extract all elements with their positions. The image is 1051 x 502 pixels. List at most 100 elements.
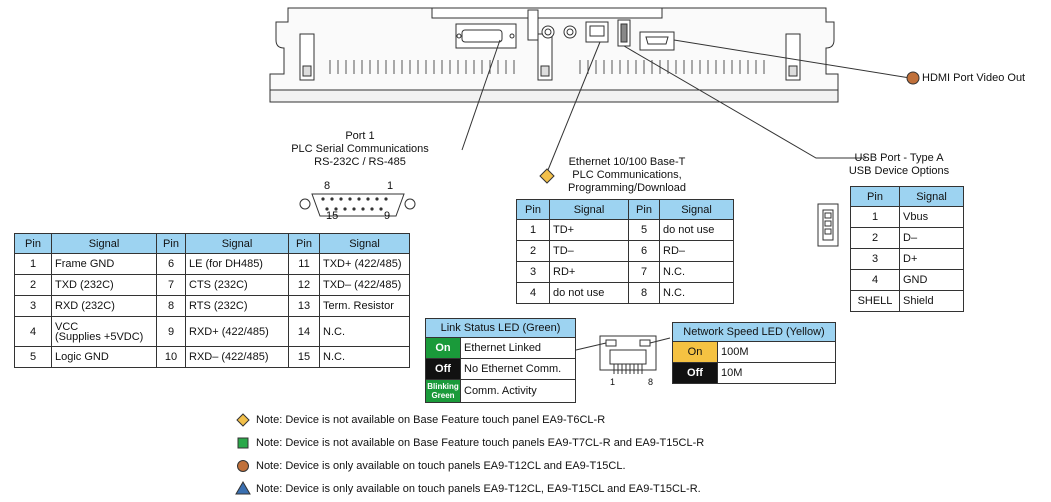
usb-title: USB Port - Type A <box>854 152 944 164</box>
ethernet-pin-table: Pin Signal Pin Signal 1 TD+ 5 do not use… <box>516 199 734 304</box>
cell: 3 <box>850 248 900 270</box>
cell: 1 <box>516 219 550 241</box>
col-pin: Pin <box>516 199 550 220</box>
cell: 10 <box>156 346 186 368</box>
led-desc: Comm. Activity <box>460 379 576 403</box>
cell: 3 <box>14 295 52 317</box>
cell-line: (Supplies +5VDC) <box>55 330 144 343</box>
col-pin: Pin <box>156 233 186 254</box>
led-desc: 100M <box>717 341 836 363</box>
table-row: 5 Logic GND 10 RXD– (422/485) 15 N.C. <box>14 346 410 368</box>
cell: N.C. <box>659 261 734 283</box>
cell: TXD– (422/485) <box>319 274 410 296</box>
cell: 4 <box>516 282 550 304</box>
cell: do not use <box>659 219 734 241</box>
table-row: SHELL Shield <box>850 290 964 312</box>
table-row: 1 Vbus <box>850 206 964 228</box>
note-3: Note: Device is only available on touch … <box>256 460 626 472</box>
connector-pin-9: 9 <box>384 210 391 222</box>
led-state-line: Green <box>431 391 455 400</box>
led-state-off: Off <box>425 358 461 380</box>
col-pin: Pin <box>628 199 660 220</box>
cell: 8 <box>156 295 186 317</box>
led-desc: No Ethernet Comm. <box>460 358 576 380</box>
network-speed-led-table: Network Speed LED (Yellow) On 100M Off 1… <box>672 322 836 384</box>
col-pin: Pin <box>850 186 900 207</box>
cell: D+ <box>899 248 964 270</box>
cell: Shield <box>899 290 964 312</box>
port1-pin-table: Pin Signal Pin Signal Pin Signal 1 Frame… <box>14 233 410 368</box>
cell: Term. Resistor <box>319 295 410 317</box>
port1-subtitle: PLC Serial Communications <box>291 143 429 155</box>
cell: 15 <box>288 346 320 368</box>
link-status-led-table: Link Status LED (Green) On Ethernet Link… <box>425 318 576 403</box>
cell: 1 <box>14 253 52 275</box>
cell: LE (for DH485) <box>185 253 289 275</box>
ethernet-title: Ethernet 10/100 Base-T <box>568 156 686 168</box>
col-signal: Signal <box>549 199 629 220</box>
usb-subtitle: USB Device Options <box>848 165 950 177</box>
cell: 1 <box>850 206 900 228</box>
col-pin: Pin <box>14 233 52 254</box>
circle-icon <box>237 460 249 472</box>
cell: 5 <box>628 219 660 241</box>
cell: CTS (232C) <box>185 274 289 296</box>
cell: do not use <box>549 282 629 304</box>
cell: 9 <box>156 316 186 347</box>
cell: 7 <box>628 261 660 283</box>
cell: N.C. <box>319 316 410 347</box>
led-state-line: Blinking <box>427 382 459 391</box>
ethernet-label: Ethernet 10/100 Base-T PLC Communication… <box>552 156 702 195</box>
cell: GND <box>899 269 964 291</box>
led-row: Blinking Green Comm. Activity <box>425 379 576 403</box>
led-row: Off 10M <box>672 362 836 384</box>
table-row: 3 RD+ 7 N.C. <box>516 261 734 283</box>
cell: TXD (232C) <box>51 274 157 296</box>
led-desc: 10M <box>717 362 836 384</box>
led-state-off: Off <box>672 362 718 384</box>
ethernet-subtitle-2: Programming/Download <box>568 182 686 194</box>
table-row: 2 TXD (232C) 7 CTS (232C) 12 TXD– (422/4… <box>14 274 410 296</box>
port1-title: Port 1 <box>345 130 375 142</box>
cell: TD+ <box>549 219 629 241</box>
cell: TD– <box>549 240 629 262</box>
table-row: 3 RXD (232C) 8 RTS (232C) 13 Term. Resis… <box>14 295 410 317</box>
cell: 3 <box>516 261 550 283</box>
diamond-icon <box>236 413 250 427</box>
port1-label: Port 1 PLC Serial Communications RS-232C… <box>280 130 440 169</box>
table-row: 4 GND <box>850 269 964 291</box>
cell: Logic GND <box>51 346 157 368</box>
cell: TXD+ (422/485) <box>319 253 410 275</box>
rj45-pin-8: 8 <box>648 377 654 387</box>
led-row: Off No Ethernet Comm. <box>425 358 576 380</box>
cell: SHELL <box>850 290 900 312</box>
cell: RD+ <box>549 261 629 283</box>
square-icon <box>237 437 249 449</box>
cell: 11 <box>288 253 320 275</box>
led-state-on: On <box>425 337 461 359</box>
cell: Vbus <box>899 206 964 228</box>
cell: 2 <box>850 227 900 249</box>
port1-standard: RS-232C / RS-485 <box>314 156 406 168</box>
note-4: Note: Device is only available on touch … <box>256 483 701 495</box>
led-state-on: On <box>672 341 718 363</box>
link-led-title: Link Status LED (Green) <box>425 318 576 338</box>
table-row: 2 TD– 6 RD– <box>516 240 734 262</box>
cell: N.C. <box>659 282 734 304</box>
connector-pin-15: 15 <box>326 210 339 222</box>
table-row: 1 TD+ 5 do not use <box>516 219 734 241</box>
cell: 6 <box>628 240 660 262</box>
cell: 13 <box>288 295 320 317</box>
cell: 14 <box>288 316 320 347</box>
rj45-pin-1: 1 <box>610 377 616 387</box>
cell: 4 <box>850 269 900 291</box>
usb-label: USB Port - Type A USB Device Options <box>834 152 964 178</box>
cell: 5 <box>14 346 52 368</box>
cell: 7 <box>156 274 186 296</box>
col-signal: Signal <box>659 199 734 220</box>
led-state-blinking: Blinking Green <box>425 379 461 403</box>
cell: Frame GND <box>51 253 157 275</box>
note-2: Note: Device is not available on Base Fe… <box>256 437 705 449</box>
note-1: Note: Device is not available on Base Fe… <box>256 414 606 426</box>
triangle-icon <box>235 481 251 495</box>
